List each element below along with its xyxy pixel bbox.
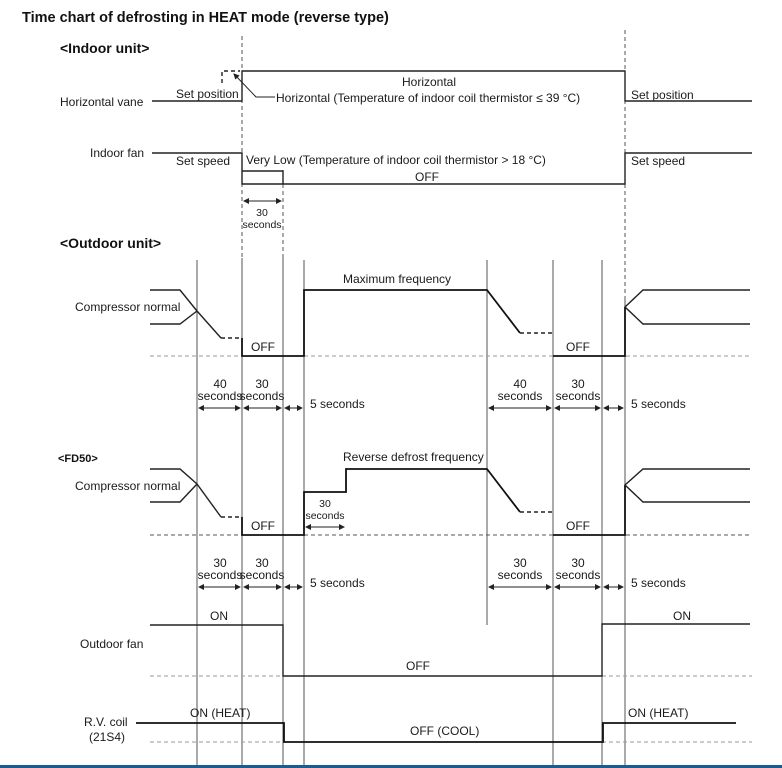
compressor-upper-branch [150,289,222,339]
rv-coil-label-line2: (21S4) [89,730,125,744]
vane-signal [152,70,752,102]
indoor-fan-delay-unit: seconds [242,219,281,231]
rv-coil-on-heat-2: ON (HEAT) [628,706,688,720]
interval-unit: seconds [556,389,601,403]
interval-value: 30 [571,377,585,391]
vane-set-position-before: Set position [176,87,239,101]
interval-unit: seconds [240,389,285,403]
chart-title: Time chart of defrosting in HEAT mode (r… [22,10,389,26]
fd50-resume-branches [623,468,750,503]
compressor-lower-branch [150,310,198,325]
indoor-fan-set-speed-after: Set speed [631,154,685,168]
fd50-off-1: OFF [251,519,275,533]
rv-coil-signal [136,722,736,743]
fd50-reverse-freq: Reverse defrost frequency [343,450,484,464]
interval-value: 5 seconds [310,397,365,411]
fd50-signal-main [241,468,521,536]
interval-value: 40 [513,377,527,391]
vane-horizontal-label: Horizontal [402,75,456,89]
compressor-off-2: OFF [566,340,590,354]
compressor-intervals: 40 seconds 30 seconds 5 seconds 40 secon… [198,377,686,411]
outdoor-fan-label: Outdoor fan [80,637,143,651]
fd50-upper-branch [150,468,222,518]
rv-coil-off-cool: OFF (COOL) [410,724,479,738]
interval-unit: seconds [556,568,601,582]
indoor-fan-very-low: Very Low (Temperature of indoor coil the… [246,153,546,167]
compressor-off-1: OFF [251,340,275,354]
interval-value: 5 seconds [631,397,686,411]
interval-value: 5 seconds [310,576,365,590]
indoor-fan-signal [152,152,752,185]
outdoor-section-label: <Outdoor unit> [60,235,161,251]
rv-coil-label-line1: R.V. coil [84,715,128,729]
compressor-label: Compressor normal [75,300,180,314]
compressor-signal-main [241,289,521,357]
fd50-signal-off-2 [553,485,626,536]
vane-set-position-after: Set position [631,88,694,102]
outdoor-fan-on-2: ON [673,609,691,623]
interval-value: 5 seconds [631,576,686,590]
compressor-resume-branches [623,289,750,325]
interval-value: 30 [255,377,269,391]
fd50-intervals: 30 seconds 30 seconds 5 seconds 30 secon… [198,556,686,590]
compressor-signal-off-2 [553,307,626,357]
interval-value: 30 [571,556,585,570]
indoor-fan-label: Indoor fan [90,146,144,160]
fd50-step-unit: seconds [305,510,344,522]
interval-unit: seconds [240,568,285,582]
interval-unit: seconds [498,389,543,403]
compressor-max-freq: Maximum frequency [343,272,451,286]
outdoor-fan-signal [150,623,750,677]
bottom-edge-bar [0,765,782,768]
indoor-section-label: <Indoor unit> [60,40,149,56]
vane-horizontal-condition: Horizontal (Temperature of indoor coil t… [276,91,580,105]
interval-value: 30 [255,556,269,570]
interval-unit: seconds [198,568,243,582]
vane-set-position-dashed [221,70,240,83]
vane-label: Horizontal vane [60,95,144,109]
rv-coil-on-heat-1: ON (HEAT) [190,706,250,720]
outdoor-fan-on-1: ON [210,609,228,623]
interval-unit: seconds [198,389,243,403]
fd50-step-value: 30 [319,498,331,510]
outdoor-fan-off: OFF [406,659,430,673]
fd50-compressor-label: Compressor normal [75,479,180,493]
fd50-section-label: <FD50> [58,453,98,465]
interval-value: 30 [513,556,527,570]
interval-value: 30 [213,556,227,570]
fd50-lower-branch [150,483,198,503]
indoor-fan-very-low-step [242,170,284,184]
interval-value: 40 [213,377,227,391]
interval-unit: seconds [498,568,543,582]
fd50-off-2: OFF [566,519,590,533]
vane-leader-arrow [233,73,275,98]
indoor-fan-delay-value: 30 [256,207,268,219]
indoor-fan-off: OFF [415,170,439,184]
indoor-fan-set-speed-before: Set speed [176,154,230,168]
